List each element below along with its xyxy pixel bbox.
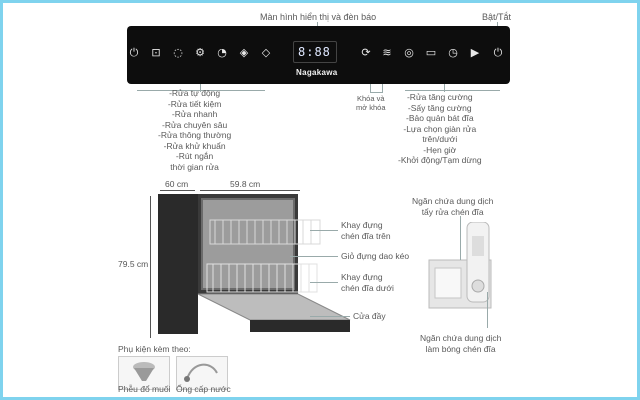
program-icon-3[interactable]: ⚙ [195,46,205,59]
salt-funnel-label: Phễu đổ muối [118,384,171,394]
upper-rack-label-line: Khay đựng [341,220,383,230]
lower-rack-label-line: chén đĩa dưới [341,282,394,293]
upper-rack-label: Khay đựng chén đĩa trên [341,220,391,241]
cutlery-label: Giỏ đựng dao kéo [341,251,410,261]
rinse-aid-label-line: Ngăn chứa dung dịch [420,333,502,343]
upper-rack-label-line: chén đĩa trên [341,230,391,241]
depth-dimension: 60 cm [165,179,189,189]
program-item: -Rút ngắn [175,151,214,161]
program-item: -Rửa tự động [169,88,221,98]
dry-icon[interactable]: ≋ [382,46,392,59]
hose-icon [184,363,218,382]
water-hose-image [176,356,228,390]
detergent-label-line: tẩy rửa chén đĩa [421,206,484,217]
program-icon-5[interactable]: ◈ [239,46,249,59]
rack-select-icon[interactable]: ▭ [425,46,437,59]
program-item: -Rửa tiết kiệm [167,98,222,109]
storage-icon[interactable]: ◎ [404,46,414,59]
program-icon-6[interactable]: ◇ [261,46,271,59]
power-icon[interactable]: ⏻ [493,46,503,59]
rinse-aid-label: Ngăn chứa dung dịch làm bóng chén đĩa [420,333,501,354]
option-item: -Bảo quản bát đĩa [405,113,474,123]
option-item: -Rửa tăng cường [406,92,473,102]
dishwasher-illustration [158,194,351,334]
program-item: -Rửa khử khuẩn [163,140,226,151]
option-item: -Hẹn giờ [423,144,457,155]
control-panel: ⏻ ⊡ ◌ ⚙ ◔ ◈ ◇ 8:88 Nagakawa ⟳ ≋ ◎ ▭ ◷ ▶ … [127,26,510,84]
option-item: trên/dưới [422,134,458,144]
power-like-icon[interactable]: ⏻ [129,46,139,59]
program-item: -Rửa chuyên sâu [161,119,228,130]
lower-rack-label-line: Khay đựng [341,272,383,282]
display-digits: 8:88 [298,45,331,59]
program-item: -Rửa thông thường [158,130,232,140]
option-list: -Rửa tăng cường -Sấy tăng cường -Bảo quả… [398,92,482,166]
power-label: Bật/Tắt [482,12,512,22]
program-icon-4[interactable]: ◔ [217,46,227,59]
dispenser-illustration [428,222,492,309]
height-dimension: 79.5 cm [118,259,149,269]
display-label: Màn hình hiển thị và đèn báo [260,12,377,22]
rinse-aid-label-line: làm bóng chén đĩa [425,343,496,354]
program-icon-2[interactable]: ◌ [173,46,183,59]
accessories-title: Phụ kiện kèm theo: [118,344,191,354]
start-pause-icon[interactable]: ▶ [470,46,480,59]
detergent-label: Ngăn chứa dung dịch tẩy rửa chén đĩa [412,196,493,217]
program-list: -Rửa tự động -Rửa tiết kiệm -Rửa nhanh -… [158,88,231,172]
program-item: thời gian rửa [170,161,219,172]
detergent-label-line: Ngăn chứa dung dịch [412,196,494,206]
brand-logo: Nagakawa [296,68,338,77]
option-item: -Lựa chọn giàn rửa [403,123,477,134]
display-screen: 8:88 [293,41,337,63]
lock-label: Khóa và mở khóa [356,94,386,112]
salt-funnel-image [118,356,170,390]
lock-label-line: mở khóa [356,103,386,112]
funnel-icon [133,362,155,381]
timer-icon[interactable]: ◷ [448,46,458,59]
program-item: -Rửa nhanh [171,109,218,119]
lower-rack-label: Khay đựng chén đĩa dưới [341,272,394,293]
water-hose-label: Ống cấp nước [176,384,231,394]
width-dimension: 59.8 cm [230,179,261,189]
option-item: -Sấy tăng cường [407,102,472,113]
door-label: Cửa đầy [353,311,386,321]
lock-label-line: Khóa và [356,94,385,103]
lock-icon[interactable]: ⟳ [361,46,371,59]
program-icon[interactable]: ⊡ [151,46,161,59]
option-item: -Khởi động/Tạm dừng [398,155,482,165]
